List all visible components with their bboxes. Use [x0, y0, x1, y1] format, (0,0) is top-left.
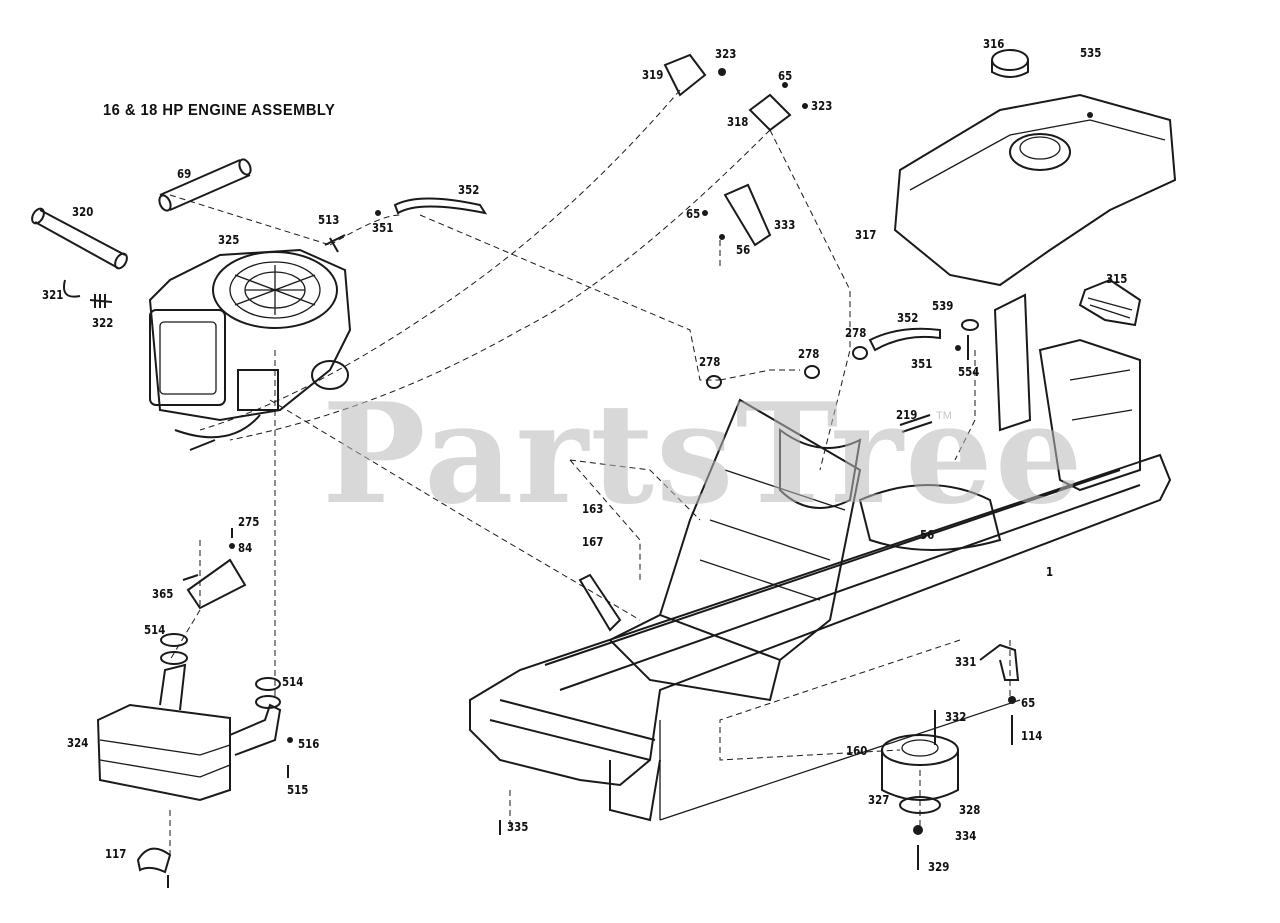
part-label-514[interactable]: 514 [282, 675, 304, 689]
part-label-160[interactable]: 160 [846, 744, 868, 758]
part-label-65[interactable]: 65 [1021, 696, 1036, 710]
part-label-365[interactable]: 365 [152, 587, 174, 601]
part-label-335[interactable]: 335 [507, 820, 529, 834]
part-label-278[interactable]: 278 [798, 347, 820, 361]
part-label-352[interactable]: 352 [897, 311, 919, 325]
part-label-323[interactable]: 323 [715, 47, 737, 61]
part-label-331[interactable]: 331 [955, 655, 977, 669]
part-label-327[interactable]: 327 [868, 793, 890, 807]
part-label-539[interactable]: 539 [932, 299, 954, 313]
muffler-icon [96, 528, 293, 888]
bracket-icon [663, 53, 808, 247]
part-label-56[interactable]: 56 [920, 528, 935, 542]
part-label-322[interactable]: 322 [92, 316, 114, 330]
part-label-351[interactable]: 351 [372, 221, 394, 235]
part-label-516[interactable]: 516 [298, 737, 320, 751]
part-label-65[interactable]: 65 [686, 207, 701, 221]
tube-69-icon [158, 158, 252, 212]
part-label-84[interactable]: 84 [238, 541, 253, 555]
part-label-321[interactable]: 321 [42, 288, 64, 302]
frame-icon [469, 293, 1172, 822]
part-label-554[interactable]: 554 [958, 365, 980, 379]
watermark-trademark: TM [936, 410, 952, 422]
part-label-324[interactable]: 324 [67, 736, 89, 750]
tube-320-icon [31, 207, 128, 270]
clutch-icon [499, 643, 1020, 870]
part-label-332[interactable]: 332 [945, 710, 967, 724]
part-label-167[interactable]: 167 [582, 535, 604, 549]
fuel-tank-icon [893, 49, 1177, 287]
part-label-318[interactable]: 318 [727, 115, 749, 129]
part-label-513[interactable]: 513 [318, 213, 340, 227]
part-label-514[interactable]: 514 [144, 623, 166, 637]
part-label-334[interactable]: 334 [955, 829, 977, 843]
part-label-352[interactable]: 352 [458, 183, 480, 197]
part-label-315[interactable]: 315 [1106, 272, 1128, 286]
part-label-69[interactable]: 69 [177, 167, 192, 181]
part-label-351[interactable]: 351 [911, 357, 933, 371]
part-label-278[interactable]: 278 [699, 355, 721, 369]
part-label-319[interactable]: 319 [642, 68, 664, 82]
part-label-114[interactable]: 114 [1021, 729, 1043, 743]
part-label-316[interactable]: 316 [983, 37, 1005, 51]
part-label-275[interactable]: 275 [238, 515, 260, 529]
watermark-text: PartsTree [322, 372, 1085, 535]
part-label-56[interactable]: 56 [736, 243, 751, 257]
part-label-328[interactable]: 328 [959, 803, 981, 817]
part-label-320[interactable]: 320 [72, 205, 94, 219]
grille-icon [955, 278, 1142, 360]
part-label-317[interactable]: 317 [855, 228, 877, 242]
part-label-163[interactable]: 163 [582, 502, 604, 516]
part-label-323[interactable]: 323 [811, 99, 833, 113]
fitting-icons [63, 210, 381, 308]
part-label-333[interactable]: 333 [774, 218, 796, 232]
diagram-title: 16 & 18 HP ENGINE ASSEMBLY [103, 102, 336, 119]
clamp-icon [706, 327, 941, 433]
part-label-515[interactable]: 515 [287, 783, 309, 797]
part-label-325[interactable]: 325 [218, 233, 240, 247]
part-label-329[interactable]: 329 [928, 860, 950, 874]
part-label-65[interactable]: 65 [778, 69, 793, 83]
part-label-1[interactable]: 1 [1046, 565, 1054, 579]
engine-icon [148, 248, 352, 451]
part-label-535[interactable]: 535 [1080, 46, 1102, 60]
part-label-219[interactable]: 219 [896, 408, 918, 422]
part-label-117[interactable]: 117 [105, 847, 127, 861]
hose-352-icon [393, 197, 488, 215]
part-label-278[interactable]: 278 [845, 326, 867, 340]
